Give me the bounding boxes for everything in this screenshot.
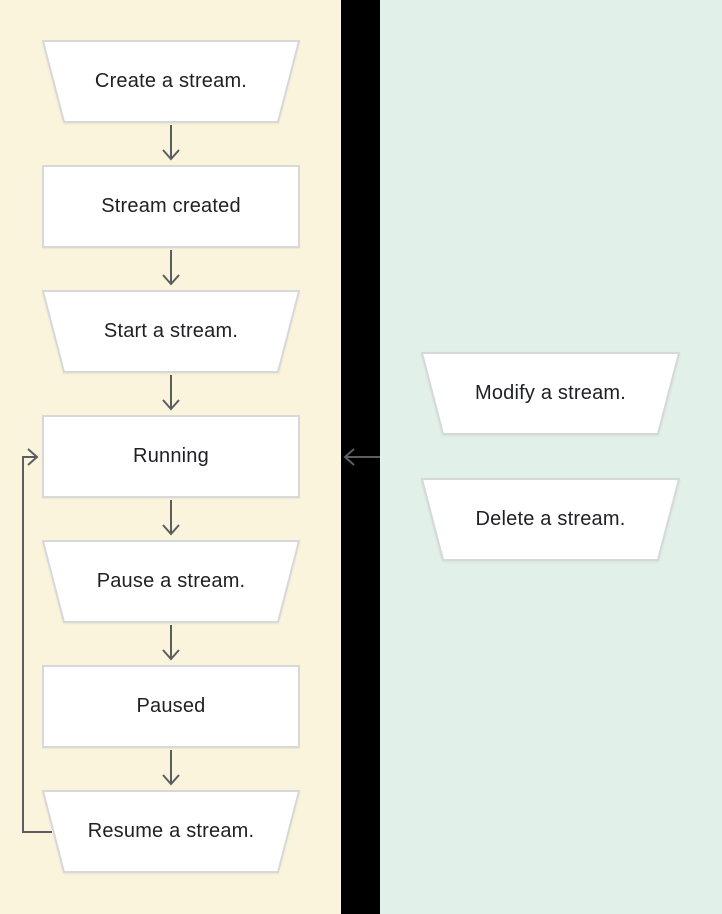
- flow-node-label: Modify a stream.: [474, 382, 627, 404]
- trapezoid-shape: [42, 540, 300, 623]
- flow-node-label: Start a stream.: [103, 320, 239, 342]
- flow-node-label: Delete a stream.: [475, 508, 626, 530]
- trapezoid-shape: [42, 40, 300, 123]
- flow-node-stream-created: Stream created: [42, 165, 300, 248]
- flow-node-modify-stream: Modify a stream.: [421, 352, 680, 435]
- flow-node-label: Stream created: [101, 195, 241, 217]
- flow-node-label: Paused: [136, 695, 206, 717]
- flow-node-label: Pause a stream.: [96, 570, 246, 592]
- trapezoid-shape: [421, 478, 680, 561]
- trapezoid-shape: [421, 352, 680, 435]
- right-panel-background: [380, 0, 722, 914]
- flow-node-label: Resume a stream.: [87, 820, 255, 842]
- divider-black-strip: [341, 0, 380, 914]
- flow-node-pause-stream: Pause a stream.: [42, 540, 300, 623]
- flow-node-label: Create a stream.: [94, 70, 248, 92]
- flow-node-running: Running: [42, 415, 300, 498]
- flow-node-delete-stream: Delete a stream.: [421, 478, 680, 561]
- flow-node-label: Running: [133, 445, 209, 467]
- flow-node-resume-stream: Resume a stream.: [42, 790, 300, 873]
- flow-node-create-stream: Create a stream.: [42, 40, 300, 123]
- trapezoid-shape: [42, 790, 300, 873]
- flow-node-start-stream: Start a stream.: [42, 290, 300, 373]
- trapezoid-shape: [42, 290, 300, 373]
- flow-node-paused: Paused: [42, 665, 300, 748]
